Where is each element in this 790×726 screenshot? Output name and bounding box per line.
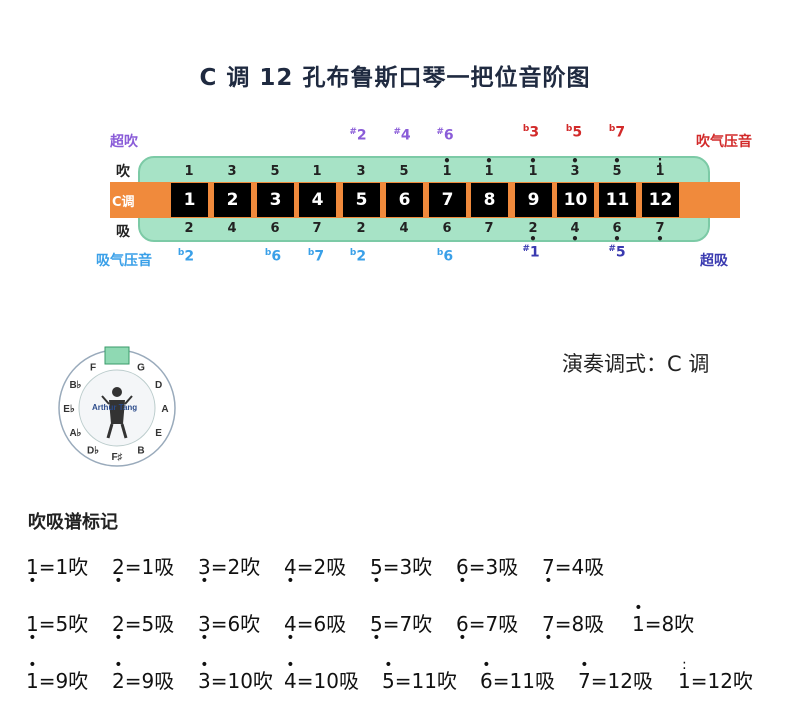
hole-4: 4 <box>299 183 336 217</box>
mark-item: 1•=8吹 <box>632 600 695 636</box>
blow-note: •1 <box>484 154 494 179</box>
hole-6: 6 <box>386 183 423 217</box>
mark-item: 3•=2吹 <box>198 555 261 589</box>
mark-item: 6•=3吸 <box>456 555 519 589</box>
play-mode: 演奏调式：C 调 <box>562 352 710 376</box>
hole-5: 5 <box>343 183 380 217</box>
circle-key-4: E <box>155 428 162 439</box>
mark-item: 5•=7吹 <box>370 612 433 646</box>
mark-item: 4•=10吸 <box>284 657 359 693</box>
draw-note: 7 <box>484 221 494 236</box>
circle-key-9: E♭ <box>63 404 75 415</box>
blow-note: •1 <box>528 154 538 179</box>
overblow-note: #4 <box>393 127 411 144</box>
mark-item: 1:=12吹 <box>678 657 753 693</box>
mark-item: 1•=1吹 <box>26 555 89 589</box>
blow-bend-note: b3 <box>522 124 540 141</box>
hole-2: 2 <box>214 183 251 217</box>
blow-note: 3 <box>356 164 366 179</box>
blow-note: •1 <box>442 154 452 179</box>
hole-7: 7 <box>429 183 466 217</box>
hole-1: 1 <box>171 183 208 217</box>
mark-item: 5•=11吹 <box>382 657 457 693</box>
circle-key-2: D <box>155 380 162 391</box>
mark-item: 6•=11吸 <box>480 657 555 693</box>
overblow-label: 超吹 <box>110 134 138 150</box>
draw-note: 2 <box>184 221 194 236</box>
draw-note: 4 <box>399 221 409 236</box>
mark-item: 1•=5吹 <box>26 612 89 646</box>
mark-item: 2•=1吸 <box>112 555 175 589</box>
circle-of-fifths: CGDAEBF♯D♭A♭E♭B♭F Arthur Tang <box>58 346 176 467</box>
draw-bend-note: b7 <box>307 248 325 265</box>
draw-bend-label: 吸气压音 <box>96 253 152 269</box>
draw-note: 6 <box>270 221 280 236</box>
draw-bend-note: b6 <box>264 248 282 265</box>
blow-note: 1 <box>312 164 322 179</box>
draw-bend-note: b2 <box>349 248 367 265</box>
circle-key-3: A <box>161 404 168 415</box>
mark-item: 4•=6吸 <box>284 612 347 646</box>
hole-8: 8 <box>471 183 508 217</box>
blow-note: 5 <box>270 164 280 179</box>
blow-note: 5 <box>399 164 409 179</box>
draw-bend-note: b6 <box>436 248 454 265</box>
circle-key-11: F <box>90 362 96 373</box>
hole-10: 10 <box>557 183 594 217</box>
overdraw-label: 超吸 <box>700 253 728 269</box>
circle-key-5: B <box>137 446 144 457</box>
blow-note: •5 <box>612 154 622 179</box>
blow-row-label: 吹 <box>116 164 130 180</box>
overblow-note: #6 <box>436 127 454 144</box>
hole-9: 9 <box>515 183 552 217</box>
highlight-key-box <box>104 346 130 365</box>
blow-bend-note: b7 <box>608 124 626 141</box>
hole-3: 3 <box>257 183 294 217</box>
mark-item: 7•=4吸 <box>542 555 605 589</box>
draw-row-label: 吸 <box>116 224 130 240</box>
overblow-note: #2 <box>349 127 367 144</box>
mark-item: 3•=6吹 <box>198 612 261 646</box>
circle-key-8: A♭ <box>69 428 81 439</box>
blow-bend-label: 吹气压音 <box>696 134 752 150</box>
draw-note: 4• <box>570 221 580 246</box>
mark-item: 4•=2吸 <box>284 555 347 589</box>
blow-bend-note: b5 <box>565 124 583 141</box>
draw-bend-note: b2 <box>177 248 195 265</box>
circle-center-text: Arthur Tang <box>92 403 137 412</box>
overdraw-note: #1 <box>522 244 540 261</box>
circle-key-10: B♭ <box>69 380 81 391</box>
draw-note: 2• <box>528 221 538 246</box>
mark-item: 2•=9吸 <box>112 657 175 693</box>
mark-item: 6•=7吸 <box>456 612 519 646</box>
mark-item: 2•=5吸 <box>112 612 175 646</box>
mark-item: 3•=10吹 <box>198 657 273 693</box>
hole-12: 12 <box>642 183 679 217</box>
draw-note: 7 <box>312 221 322 236</box>
blow-note: :1 <box>655 154 665 179</box>
circle-key-6: F♯ <box>111 452 122 463</box>
blow-note: 1 <box>184 164 194 179</box>
mark-item: 5•=3吹 <box>370 555 433 589</box>
draw-note: 4 <box>227 221 237 236</box>
draw-note: 7• <box>655 221 665 246</box>
mark-item: 7•=8吸 <box>542 612 605 646</box>
key-label: C调 <box>112 195 135 210</box>
overdraw-note: #5 <box>608 244 626 261</box>
hole-11: 11 <box>599 183 636 217</box>
circle-key-1: G <box>137 362 145 373</box>
mark-item: 7•=12吸 <box>578 657 653 693</box>
blow-note: •3 <box>570 154 580 179</box>
section-title: 吹吸谱标记 <box>28 512 118 533</box>
draw-note: 6 <box>442 221 452 236</box>
mark-item: 1•=9吹 <box>26 657 89 693</box>
page-title: C 调 12 孔布鲁斯口琴一把位音阶图 <box>199 65 591 91</box>
draw-note: 2 <box>356 221 366 236</box>
player-icon <box>101 387 133 439</box>
draw-note: 6• <box>612 221 622 246</box>
circle-key-7: D♭ <box>87 446 99 457</box>
blow-note: 3 <box>227 164 237 179</box>
